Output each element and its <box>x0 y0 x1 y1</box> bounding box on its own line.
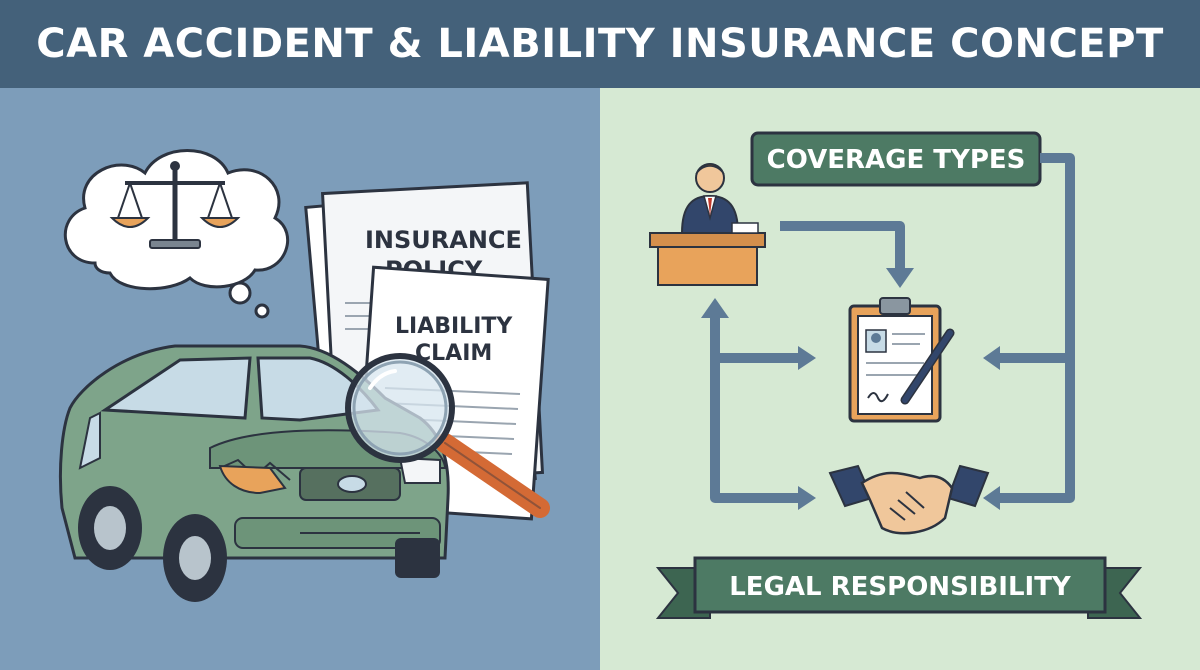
claim-title-line1: LIABILITY <box>395 314 513 339</box>
lawyer-at-desk-icon <box>649 163 766 286</box>
clipboard-contract-icon <box>848 297 955 423</box>
arrow-heads <box>701 268 1000 510</box>
coverage-types-text: COVERAGE TYPES <box>767 145 1026 175</box>
magnifying-glass-icon <box>345 353 550 518</box>
right-panel-diagram: COVERAGE TYPES <box>649 131 1143 619</box>
coverage-types-label: COVERAGE TYPES <box>750 131 1042 187</box>
flow-arrows <box>710 153 1075 503</box>
legal-responsibility-text: LEGAL RESPONSIBILITY <box>729 572 1072 602</box>
right-panel: COVERAGE TYPES <box>600 88 1200 670</box>
page-title: CAR ACCIDENT & LIABILITY INSURANCE CONCE… <box>36 21 1164 67</box>
policy-title-line1: INSURANCE <box>365 226 522 254</box>
header-bar: CAR ACCIDENT & LIABILITY INSURANCE CONCE… <box>0 0 1200 88</box>
left-panel: INSURANCE POLICY LIABILITY CLAIM <box>0 88 600 670</box>
scales-of-justice-icon <box>109 161 241 249</box>
handshake-icon <box>828 464 990 535</box>
left-panel-illustration: INSURANCE POLICY LIABILITY CLAIM <box>58 149 550 602</box>
legal-responsibility-ribbon: LEGAL RESPONSIBILITY <box>655 556 1143 619</box>
